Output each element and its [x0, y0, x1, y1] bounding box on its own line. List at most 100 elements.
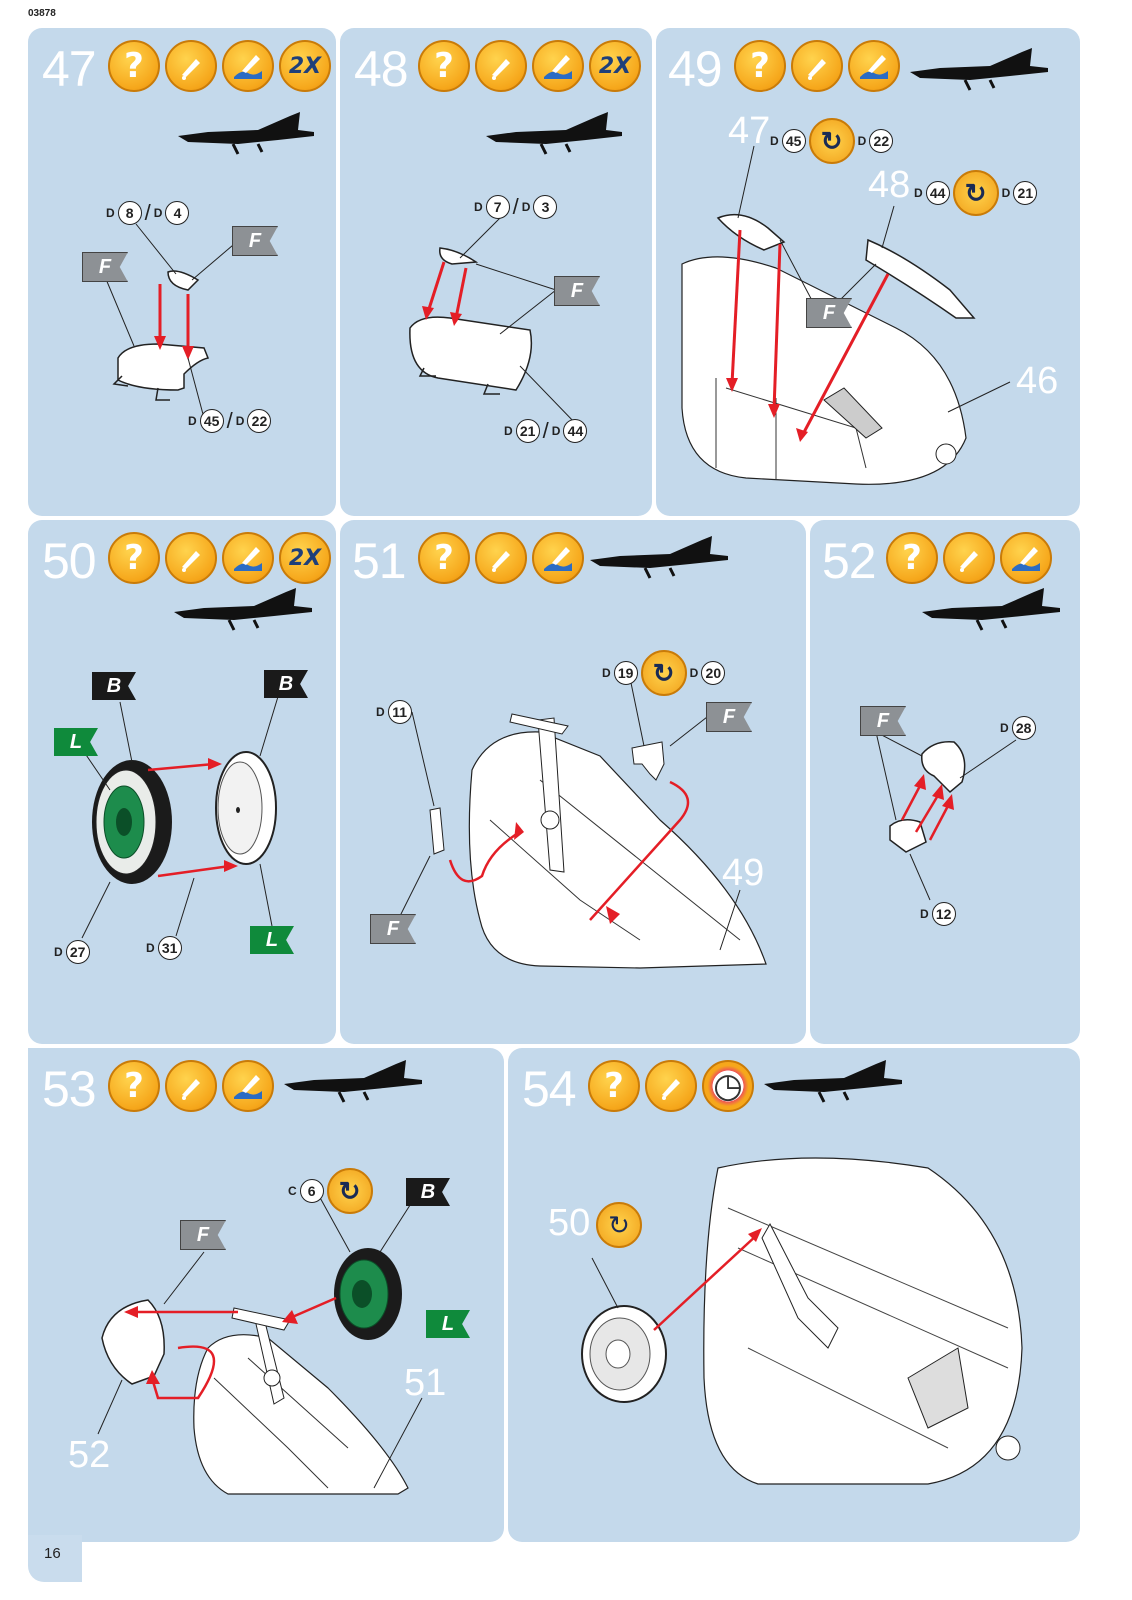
question-icon: ? [588, 1060, 640, 1112]
step-47-panel: 47 ? 2X D 8 / D 4 F F D 45 / D 22 [28, 28, 336, 516]
step-51-diagram [399, 677, 767, 969]
question-icon: ? [734, 40, 786, 92]
separator: / [144, 200, 151, 225]
question-icon: ? [418, 40, 470, 92]
step-47-diagram [97, 223, 247, 419]
aircraft-silhouette-icon [284, 1060, 422, 1103]
glue-icon [475, 40, 527, 92]
part-letter: D [602, 666, 611, 680]
sub-step-ref: 47 [728, 110, 771, 152]
glue-icon [943, 532, 995, 584]
part-number: 12 [931, 902, 956, 926]
step-50-diagram [79, 689, 281, 939]
part-letter: D [521, 200, 531, 214]
flag-f: F [370, 914, 416, 944]
part-number: 7 [485, 195, 510, 219]
glue-icon [165, 532, 217, 584]
part-letter: D [376, 705, 385, 719]
step-number: 52 [822, 533, 877, 589]
aircraft-silhouette-icon [486, 112, 622, 155]
page-number: 16 [28, 1535, 82, 1582]
part-letter: C [288, 1184, 297, 1198]
step-54-diagram [581, 1157, 1023, 1485]
paint-brush-icon [532, 532, 584, 584]
part-number: 44 [563, 419, 588, 443]
aircraft-silhouette-icon [590, 536, 728, 579]
part-letter: D [689, 666, 699, 680]
step-48-diagram [409, 217, 577, 425]
flag-f: F [232, 226, 278, 256]
part-number: 4 [165, 201, 190, 225]
part-number: 21 [515, 419, 540, 443]
part-number: 27 [65, 940, 90, 964]
part-number: 22 [247, 409, 272, 433]
step-49-panel: 49 ? 47 D 45 ↻ D 22 48 D 44 ↻ D 21 F 46 [656, 28, 1080, 516]
step-50-panel: 50 ? 2X B B L L D 27 D 31 [28, 520, 336, 1044]
part-letter: D [1001, 186, 1011, 200]
part-letter: D [920, 907, 929, 921]
rotate-icon: ↻ [952, 170, 999, 216]
step-53-diagram [97, 1193, 423, 1495]
step-number: 51 [352, 533, 407, 589]
step-number: 54 [522, 1061, 577, 1117]
part-number: 45 [199, 409, 224, 433]
separator: / [542, 418, 549, 443]
step-number: 48 [354, 41, 409, 97]
step-number: 47 [42, 41, 97, 97]
part-letter: D [235, 414, 245, 428]
glue-icon [475, 532, 527, 584]
step-48-panel: 48 ? 2X D 7 / D 3 F D 21 / D 44 [340, 28, 652, 516]
document-code: 03878 [28, 8, 56, 19]
part-number: 11 [387, 700, 412, 724]
part-letter: D [1000, 721, 1009, 735]
part-letter: D [146, 941, 155, 955]
step-number: 53 [42, 1061, 97, 1117]
part-letter: D [857, 134, 867, 148]
part-number: 44 [925, 181, 950, 205]
part-letter: D [551, 424, 561, 438]
part-number: 6 [299, 1179, 324, 1203]
part-number: 20 [701, 661, 726, 685]
part-letter: D [504, 424, 513, 438]
part-letter: D [106, 206, 115, 220]
part-number: 3 [533, 195, 558, 219]
aircraft-silhouette-icon [910, 48, 1048, 91]
part-number: 31 [157, 936, 182, 960]
paint-brush-icon [848, 40, 900, 92]
step-49-diagram [681, 145, 1011, 485]
part-letter: D [153, 206, 163, 220]
part-number: 21 [1013, 181, 1038, 205]
aircraft-silhouette-icon [764, 1060, 902, 1103]
part-letter: D [188, 414, 197, 428]
part-number: 22 [869, 129, 894, 153]
question-icon: ? [108, 532, 160, 584]
aircraft-silhouette-icon [174, 588, 312, 631]
step-number: 50 [42, 533, 97, 589]
paint-brush-icon [1000, 532, 1052, 584]
step-51-panel: 51 ? D 11 D 19 ↻ D 20 F F 49 [340, 520, 806, 1044]
step-52-panel: 52 ? F D 28 D 12 [810, 520, 1080, 1044]
rotate-icon: ↻ [326, 1168, 373, 1214]
part-letter: D [474, 200, 483, 214]
part-number: 19 [613, 661, 638, 685]
step-54-panel: 54 ? ◷ 50 ↻ [508, 1048, 1080, 1542]
part-number: 45 [781, 129, 806, 153]
separator: / [226, 408, 233, 433]
flag-b: B [406, 1178, 450, 1206]
part-number: 28 [1011, 716, 1036, 740]
flag-b: B [92, 672, 136, 700]
aircraft-silhouette-icon [178, 112, 314, 155]
paint-brush-icon [222, 40, 274, 92]
2x-icon: 2X [589, 40, 641, 92]
part-letter: D [54, 945, 63, 959]
glue-icon [791, 40, 843, 92]
rotate-icon: ↻ [640, 650, 687, 696]
base-ref: 49 [722, 852, 765, 894]
part-number: 8 [117, 201, 142, 225]
question-icon: ? [108, 1060, 160, 1112]
paint-brush-icon [222, 1060, 274, 1112]
question-icon: ? [886, 532, 938, 584]
separator: / [512, 194, 519, 219]
question-icon: ? [108, 40, 160, 92]
2x-icon: 2X [279, 532, 331, 584]
